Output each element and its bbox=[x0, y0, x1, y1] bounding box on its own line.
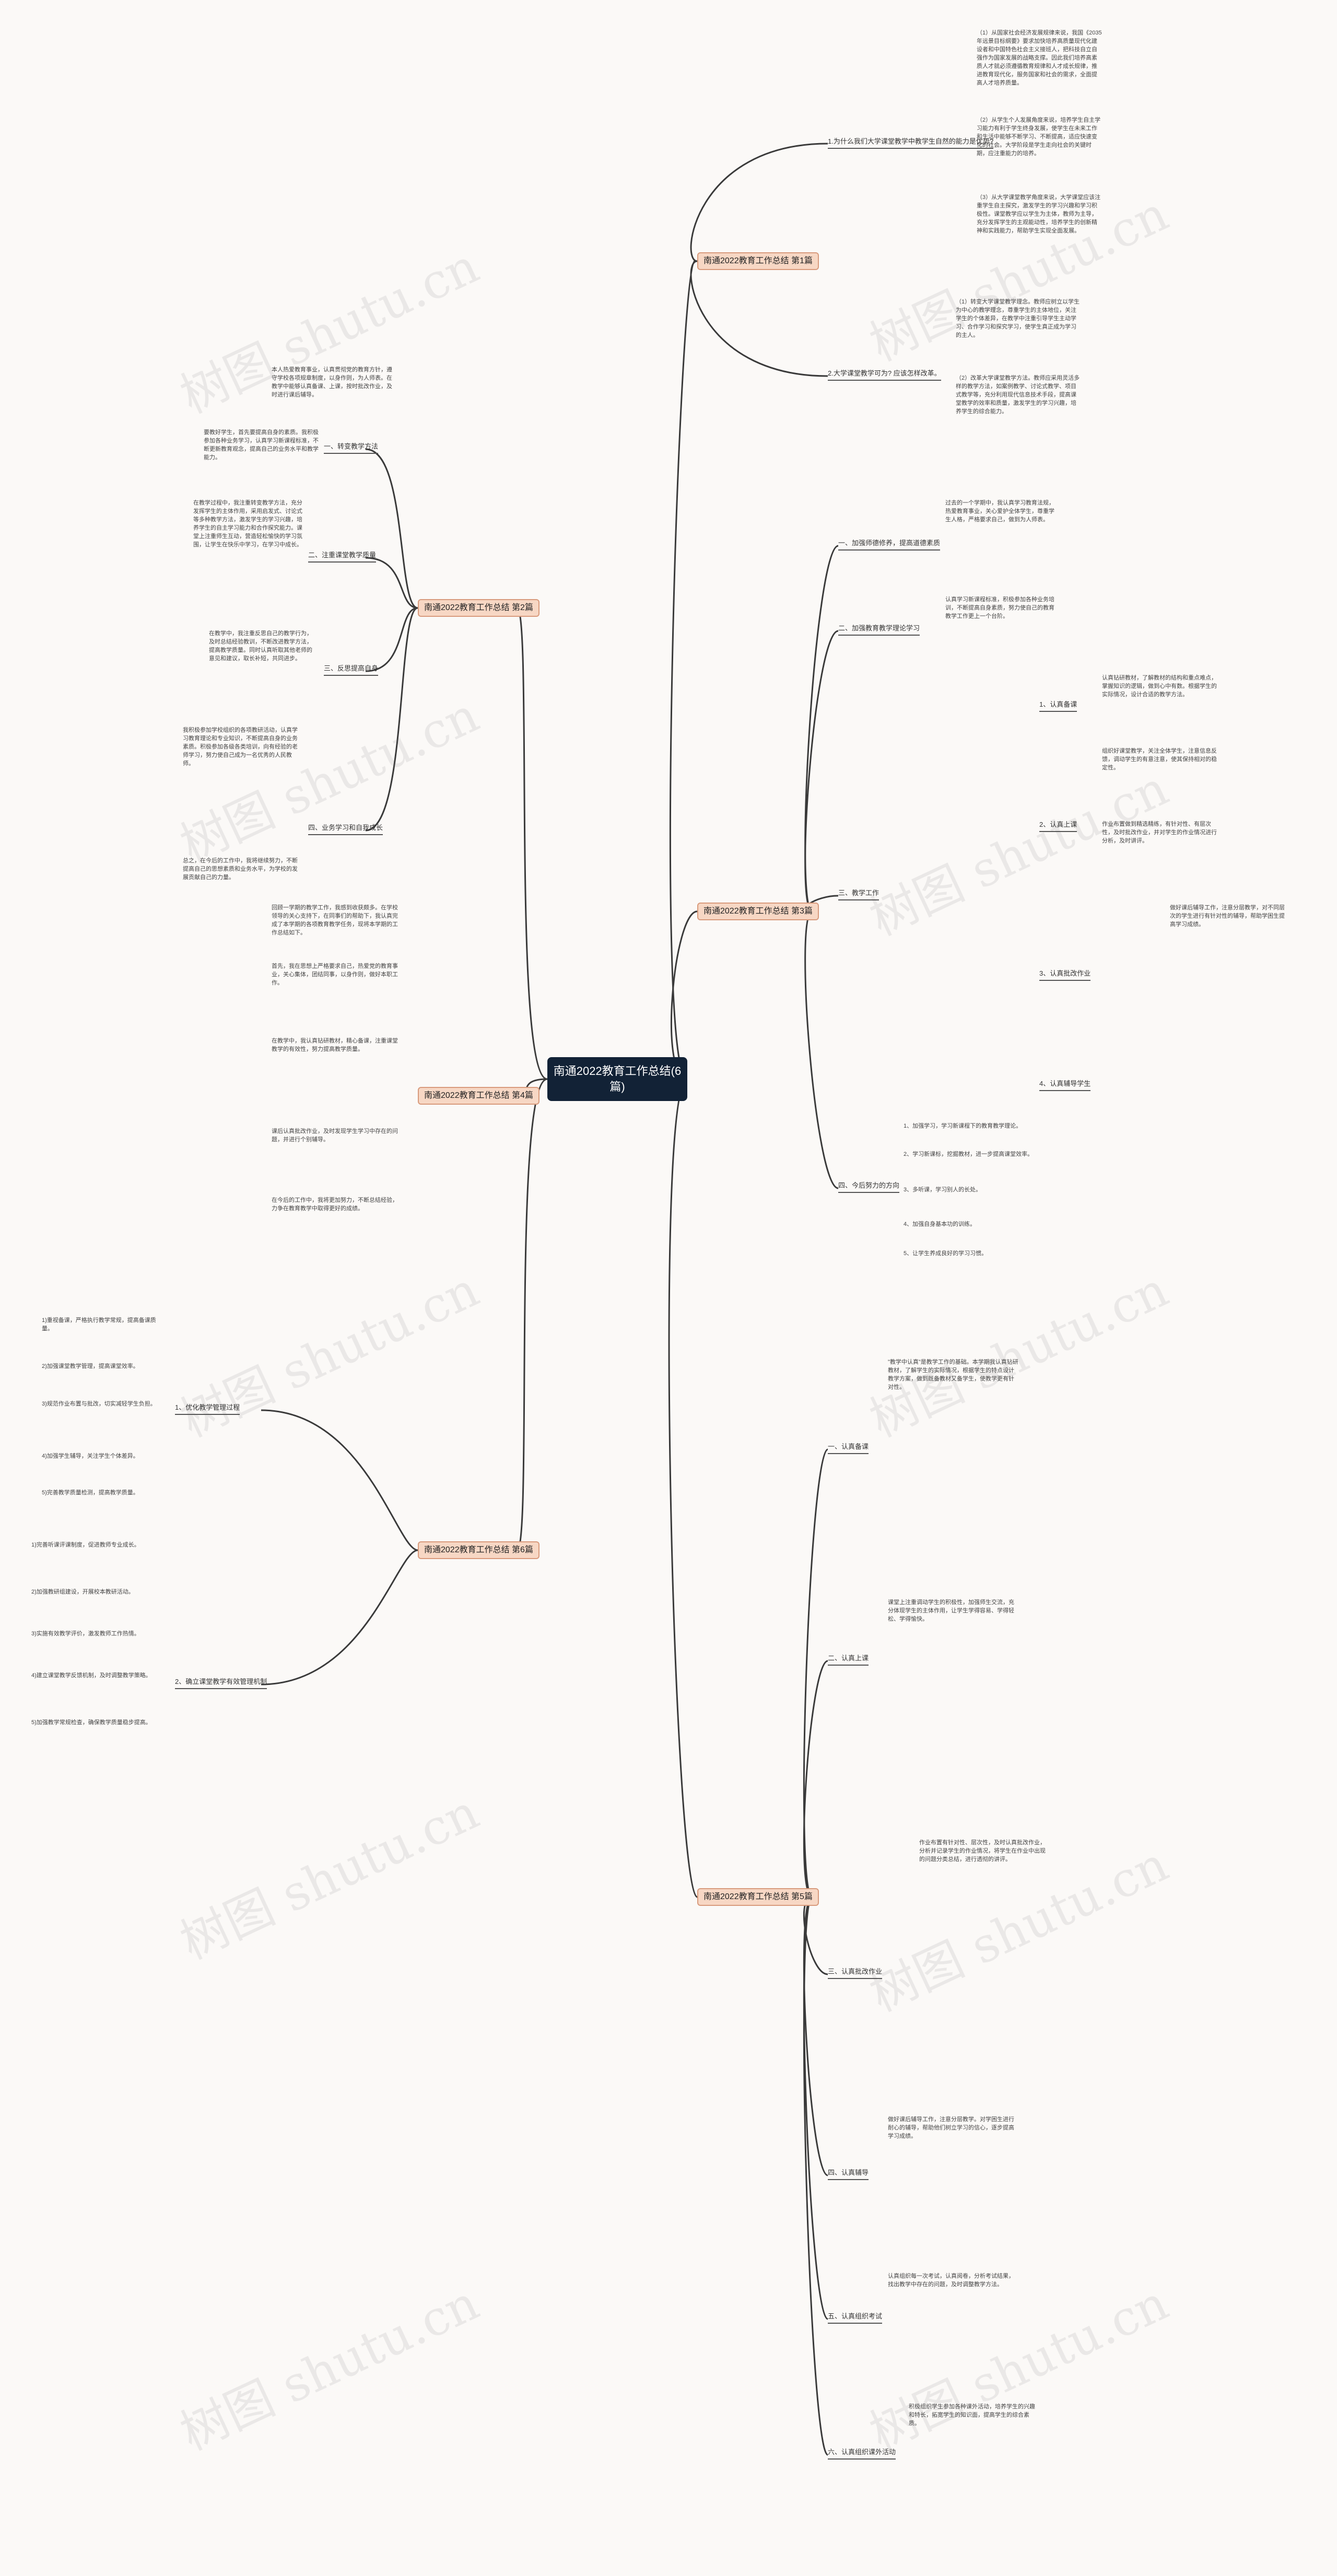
leaf-text: （2）从学生个人发展角度来说，培养学生自主学习能力有利于学生终身发展，使学生在未… bbox=[977, 117, 1101, 157]
subtopic[interactable]: 三、教学工作 bbox=[838, 888, 879, 900]
branch-topic-2[interactable]: 南通2022教育工作总结 第2篇 bbox=[418, 599, 540, 617]
leaf-text: 认真学习新课程标准，积极参加各种业务培训，不断提高自身素质，努力使自己的教育教学… bbox=[945, 596, 1054, 619]
subtopic[interactable]: 六、认真组织课外活动 bbox=[828, 2448, 896, 2460]
subtopic[interactable]: 1.为什么我们大学课堂教学中教学生自然的能力是优势? bbox=[828, 137, 994, 149]
leaf-text: （2）改革大学课堂教学方法。教师应采用灵活多样的教学方法，如案例教学、讨论式教学… bbox=[956, 375, 1080, 415]
leaf-text: 过去的一个学期中，我认真学习教育法规，热爱教育事业，关心爱护全体学生，尊重学生人… bbox=[945, 500, 1054, 523]
subtopic[interactable]: 2、确立课堂教学有效管理机制 bbox=[175, 1677, 267, 1689]
leaf-text: 在教学过程中，我注重转变教学方法，充分发挥学生的主体作用，采用启发式、讨论式等多… bbox=[193, 500, 302, 548]
subtopic[interactable]: 五、认真组织考试 bbox=[828, 2312, 883, 2324]
subtopic[interactable]: 二、注重课堂教学质量 bbox=[308, 551, 377, 563]
leaf-text: （1）转变大学课堂教学理念。教师应树立以学生为中心的教学理念，尊重学生的主体地位… bbox=[956, 299, 1080, 338]
subtopic[interactable]: 2.大学课堂教学可为? 应该怎样改革。 bbox=[828, 369, 941, 381]
leaf-text: 4、加强自身基本功的训练。 bbox=[904, 1221, 976, 1227]
subtopic[interactable]: 2、认真上课 bbox=[1039, 820, 1077, 832]
watermark: 树图 shutu.cn bbox=[172, 687, 487, 874]
subtopic[interactable]: 四、今后努力的方向 bbox=[838, 1181, 900, 1193]
subtopic[interactable]: 四、业务学习和自我成长 bbox=[308, 823, 383, 835]
subtopic[interactable]: 一、认真备课 bbox=[828, 1442, 869, 1454]
subtopic[interactable]: 三、反思提高自身 bbox=[324, 664, 379, 676]
leaf-text: 1、加强学习，学习新课程下的教育教学理论。 bbox=[904, 1123, 1022, 1129]
leaf-text: 3、多听课，学习别人的长处。 bbox=[904, 1187, 982, 1193]
watermark: 树图 shutu.cn bbox=[861, 1261, 1177, 1448]
leaf-text: 在教学中，我认真钻研教材，精心备课，注重课堂教学的有效性，努力提高教学质量。 bbox=[272, 1038, 398, 1052]
branch-topic-3[interactable]: 南通2022教育工作总结 第3篇 bbox=[697, 903, 819, 920]
watermark: 树图 shutu.cn bbox=[172, 1261, 487, 1448]
leaf-text: 积极组织学生参加各种课外活动，培养学生的兴趣和特长，拓宽学生的知识面，提高学生的… bbox=[909, 2404, 1035, 2427]
subtopic[interactable]: 4、认真辅导学生 bbox=[1039, 1079, 1091, 1091]
watermark: 树图 shutu.cn bbox=[861, 2275, 1177, 2462]
leaf-text: 首先，我在思想上严格要求自己，热爱党的教育事业，关心集体，团结同事，以身作则，做… bbox=[272, 963, 398, 986]
leaf-text: 做好课后辅导工作，注意分层教学。对学困生进行耐心的辅导，帮助他们树立学习的信心，… bbox=[888, 2116, 1014, 2139]
subtopic[interactable]: 三、认真批改作业 bbox=[828, 1967, 883, 1979]
leaf-text: "教学中认真"是教学工作的基础。本学期我认真钻研教材，了解学生的实际情况，根据学… bbox=[888, 1359, 1018, 1390]
leaf-text: 组织好课堂教学，关注全体学生，注意信息反馈，调动学生的有意注意，使其保持相对的稳… bbox=[1102, 748, 1217, 771]
leaf-text: 5)加强教学常规检查，确保教学质量稳步提高。 bbox=[31, 1719, 151, 1726]
subtopic[interactable]: 四、认真辅导 bbox=[828, 2168, 869, 2180]
leaf-text: 作业布置做到精选精练，有针对性、有层次性，及时批改作业，并对学生的作业情况进行分… bbox=[1102, 821, 1217, 844]
subtopic[interactable]: 一、加强师德修养，提高道德素质 bbox=[838, 538, 941, 551]
leaf-text: （3）从大学课堂教学角度来说，大学课堂应该注重学生自主探究，激发学生的学习兴趣和… bbox=[977, 194, 1101, 234]
leaf-text: 4)加强学生辅导，关注学生个体差异。 bbox=[42, 1453, 139, 1459]
branch-topic-5[interactable]: 南通2022教育工作总结 第5篇 bbox=[697, 1888, 819, 1906]
leaf-text: 1)完善听课评课制度，促进教师专业成长。 bbox=[31, 1542, 140, 1548]
subtopic[interactable]: 1、优化教学管理过程 bbox=[175, 1403, 240, 1415]
leaf-text: 2、学习新课标，挖掘教材，进一步提高课堂效率。 bbox=[904, 1151, 1034, 1157]
branch-topic-4[interactable]: 南通2022教育工作总结 第4篇 bbox=[418, 1087, 540, 1105]
leaf-text: 总之，在今后的工作中，我将继续努力，不断提高自己的思想素质和业务水平，为学校的发… bbox=[183, 858, 298, 881]
leaf-text: 回顾一学期的教学工作，我感到收获颇多。在学校领导的关心支持下，在同事们的帮助下，… bbox=[272, 905, 398, 936]
leaf-text: 5、让学生养成良好的学习习惯。 bbox=[904, 1250, 988, 1257]
leaf-text: 认真组织每一次考试，认真阅卷，分析考试结果，找出教学中存在的问题，及时调整教学方… bbox=[888, 2273, 1014, 2288]
leaf-text: 在今后的工作中，我将更加努力，不断总结经验，力争在教育教学中取得更好的成绩。 bbox=[272, 1197, 398, 1212]
leaf-text: （1）从国家社会经济发展规律来说，我国《2035年远景目标纲要》要求加快培养高质… bbox=[977, 30, 1102, 86]
leaf-text: 2)加强课堂教学管理，提高课堂效率。 bbox=[42, 1363, 139, 1369]
leaf-text: 5)完善教学质量检测，提高教学质量。 bbox=[42, 1490, 139, 1496]
leaf-text: 课堂上注重调动学生的积极性，加强师生交流，充分体现学生的主体作用，让学生学得容易… bbox=[888, 1599, 1014, 1622]
branch-topic-1[interactable]: 南通2022教育工作总结 第1篇 bbox=[697, 252, 819, 270]
leaf-text: 本人热爱教育事业，认真贯彻党的教育方针，遵守学校各项规章制度，以身作则，为人师表… bbox=[272, 367, 392, 398]
leaf-text: 3)规范作业布置与批改，切实减轻学生负担。 bbox=[42, 1401, 156, 1407]
leaf-text: 要教好学生，首先要提高自身的素质。我积极参加各种业务学习，认真学习新课程标准，不… bbox=[204, 429, 319, 461]
watermark: 树图 shutu.cn bbox=[172, 2275, 487, 2462]
subtopic[interactable]: 3、认真批改作业 bbox=[1039, 969, 1091, 981]
subtopic[interactable]: 1、认真备课 bbox=[1039, 700, 1077, 712]
central-topic[interactable]: 南通2022教育工作总结(6篇) bbox=[547, 1057, 687, 1101]
leaf-text: 1)重视备课，严格执行教学常规，提高备课质量。 bbox=[42, 1317, 156, 1332]
leaf-text: 我积极参加学校组织的各项教研活动，认真学习教育理论和专业知识，不断提高自身的业务… bbox=[183, 727, 298, 767]
leaf-text: 在教学中，我注重反思自己的教学行为，及时总结经验教训，不断改进教学方法，提高教学… bbox=[209, 630, 312, 662]
watermark: 树图 shutu.cn bbox=[172, 1784, 487, 1971]
subtopic[interactable]: 二、加强教育教学理论学习 bbox=[838, 624, 920, 636]
subtopic[interactable]: 二、认真上课 bbox=[828, 1654, 869, 1666]
branch-topic-6[interactable]: 南通2022教育工作总结 第6篇 bbox=[418, 1541, 540, 1559]
leaf-text: 课后认真批改作业，及时发现学生学习中存在的问题，并进行个别辅导。 bbox=[272, 1128, 398, 1143]
leaf-text: 4)建立课堂教学反馈机制，及时调整教学策略。 bbox=[31, 1672, 151, 1679]
leaf-text: 做好课后辅导工作，注意分层教学，对不同层次的学生进行有针对性的辅导，帮助学困生提… bbox=[1170, 905, 1285, 928]
leaf-text: 作业布置有针对性、层次性，及时认真批改作业，分析并记录学生的作业情况，将学生在作… bbox=[919, 1840, 1046, 1863]
subtopic[interactable]: 一、转变教学方法 bbox=[324, 442, 379, 454]
leaf-text: 3)实施有效教学评价，激发教师工作热情。 bbox=[31, 1631, 140, 1637]
watermark: 树图 shutu.cn bbox=[861, 760, 1177, 947]
leaf-text: 2)加强教研组建设，开展校本教研活动。 bbox=[31, 1589, 134, 1595]
leaf-text: 认真钻研教材，了解教材的结构和重点难点，掌握知识的逻辑，做到心中有数。根据学生的… bbox=[1102, 675, 1217, 698]
